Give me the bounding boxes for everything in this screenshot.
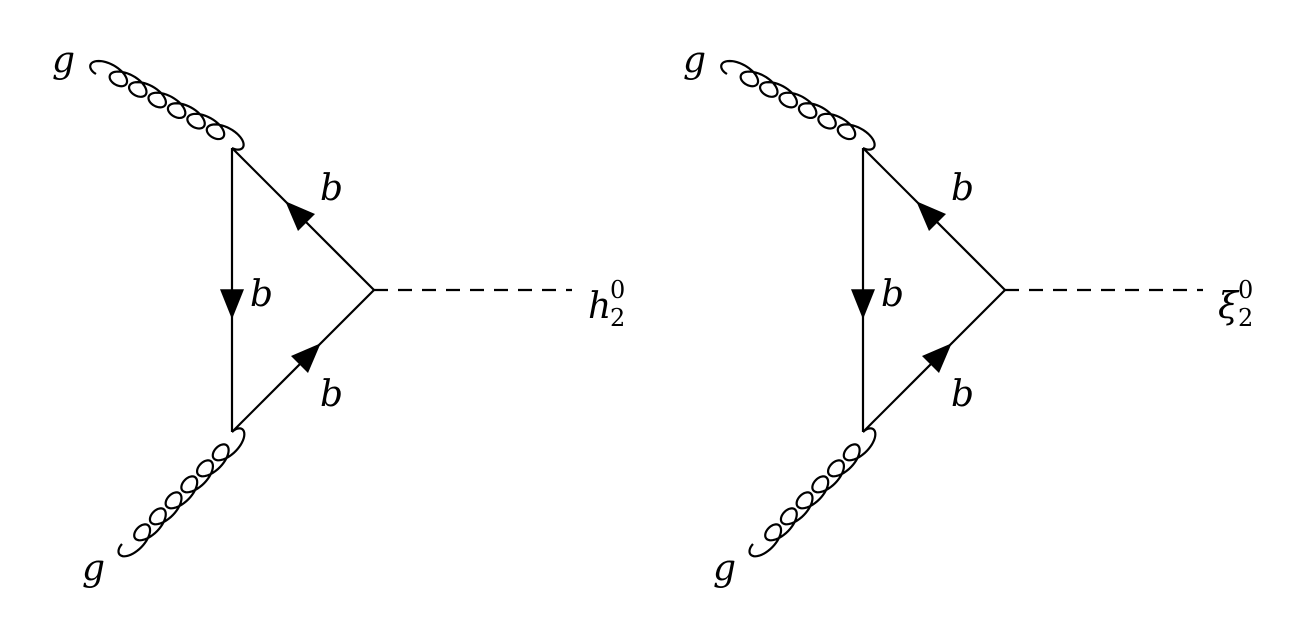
gluon-bottom-label: g	[82, 548, 105, 589]
quark-bottom-label: b	[951, 374, 974, 415]
arrow-top	[916, 201, 946, 231]
gluon-top-label: g	[52, 40, 75, 81]
quark-top-label: b	[320, 168, 343, 209]
scalar-label: h	[588, 286, 611, 327]
scalar-superscript: 0	[610, 276, 625, 304]
scalar-subscript: 2	[1238, 304, 1253, 332]
diagram-right: g g b b b ξ 2 0	[683, 40, 1253, 589]
scalar-label: ξ	[1218, 286, 1240, 327]
gluon-bottom-label: g	[713, 548, 736, 589]
gluon-bottom	[117, 427, 246, 558]
arrow-left	[851, 289, 875, 320]
arrow-left	[220, 289, 244, 320]
quark-top-label: b	[951, 168, 974, 209]
arrow-bottom	[291, 343, 321, 373]
scalar-subscript: 2	[610, 304, 625, 332]
gluon-bottom	[748, 427, 877, 558]
arrow-bottom	[922, 343, 952, 373]
quark-bottom-label: b	[320, 374, 343, 415]
diagram-left: g g b b b h 2 0	[52, 40, 625, 589]
gluon-top	[89, 59, 245, 151]
scalar-superscript: 0	[1238, 276, 1253, 304]
gluon-top-label: g	[683, 40, 706, 81]
arrow-top	[285, 201, 315, 231]
quark-left-label: b	[250, 274, 273, 315]
gluon-top	[720, 59, 876, 151]
quark-left-label: b	[881, 274, 904, 315]
